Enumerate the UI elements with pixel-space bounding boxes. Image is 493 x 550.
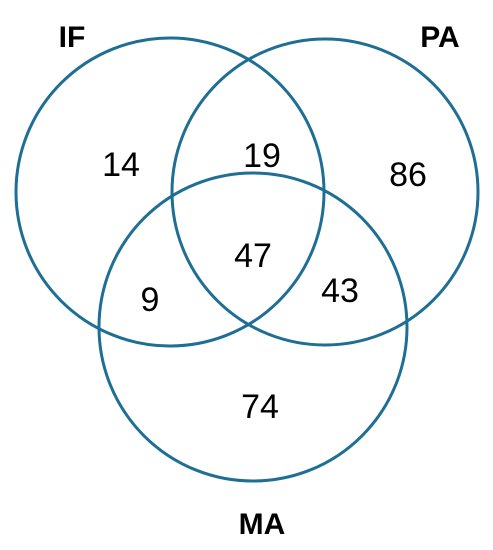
- count-if-pa: 19: [243, 137, 281, 175]
- count-if-only: 14: [102, 146, 140, 184]
- set-label-if: IF: [59, 21, 86, 54]
- count-pa-only: 86: [389, 156, 427, 194]
- count-if-ma: 9: [141, 281, 160, 319]
- set-label-pa: PA: [420, 21, 459, 54]
- circle-if: [14, 36, 326, 348]
- count-ma-only: 74: [241, 388, 279, 426]
- circle-pa: [170, 37, 480, 347]
- circle-ma: [97, 171, 409, 483]
- count-if-pa-ma: 47: [234, 237, 272, 275]
- count-pa-ma: 43: [321, 272, 359, 310]
- set-label-ma: MA: [239, 508, 286, 541]
